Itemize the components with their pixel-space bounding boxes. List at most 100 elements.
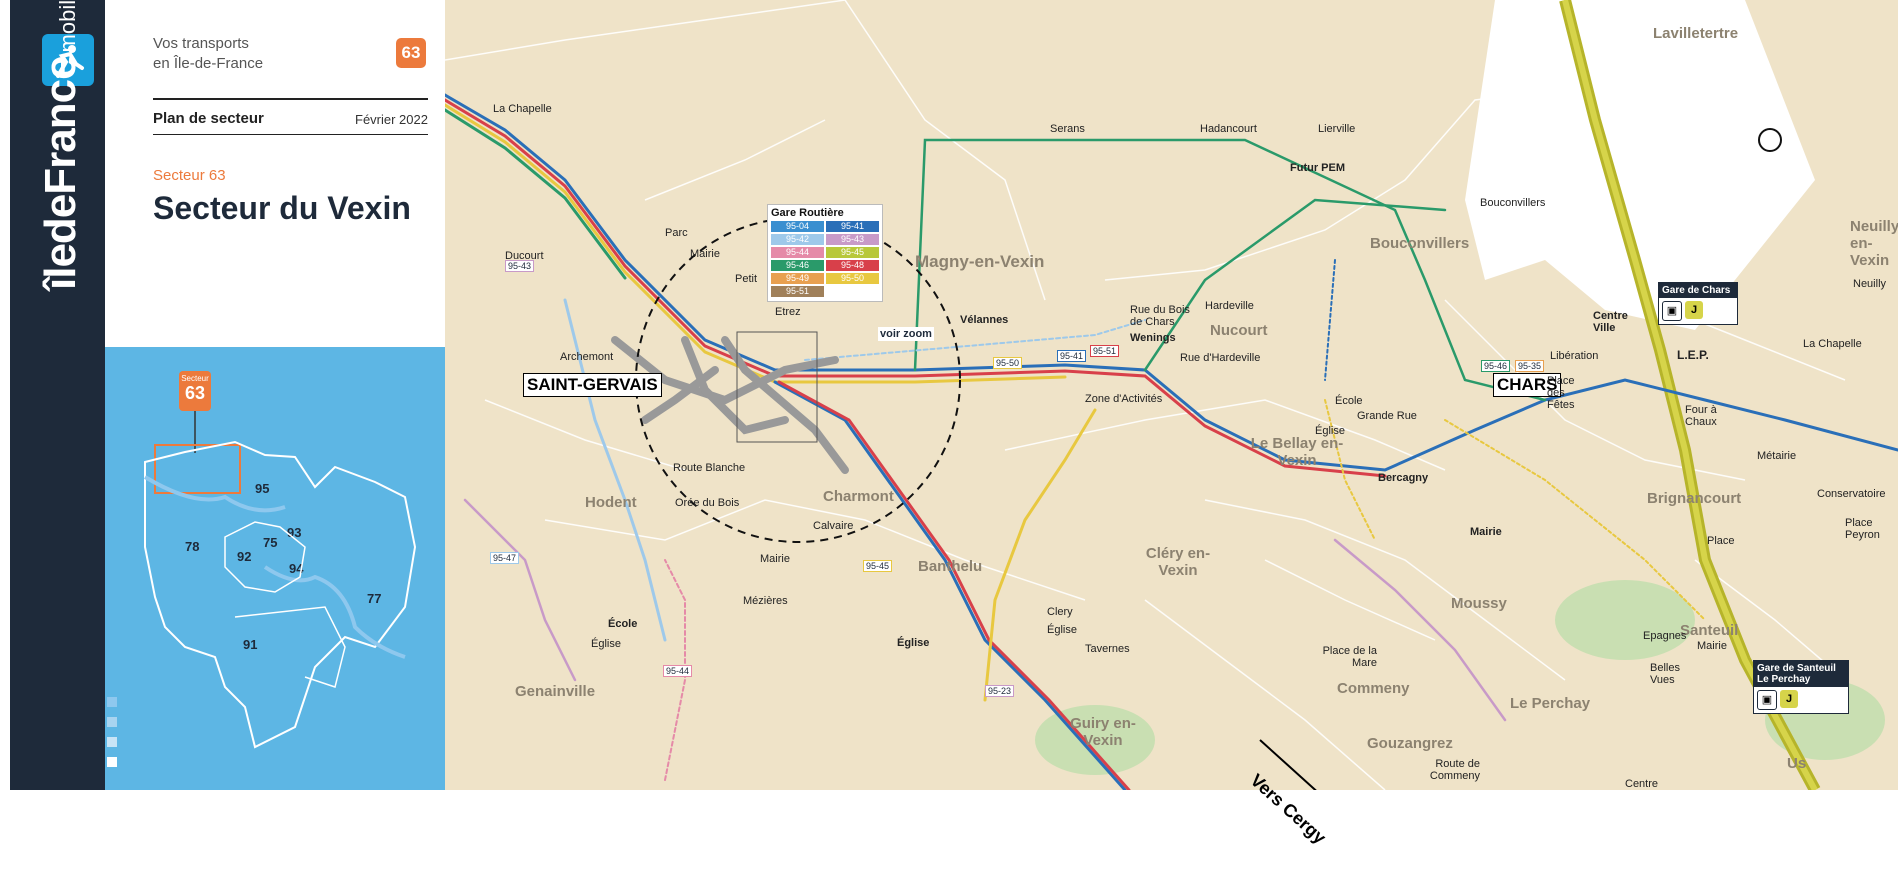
brand-logo: îledeFrancemobilités [36,0,86,290]
stop-label: Église [1315,425,1345,437]
town-label: Guiry en-Vexin [1070,715,1136,749]
inset-map: 95 78 93 75 92 94 77 91 [143,411,417,749]
stop-label: Belles Vues [1650,662,1680,686]
sector-label: Secteur 63 [153,167,226,184]
line-tag: 95-51 [771,286,824,297]
train-icon: ▣ [1757,690,1777,710]
legend-swatch [107,737,117,747]
voir-zoom-label[interactable]: voir zoom [878,327,934,341]
woodland [1555,580,1695,660]
inset-boundary [234,606,346,688]
stop-label: Epagnes [1643,630,1687,642]
train-icon: ▣ [1662,301,1682,321]
town-label: Cléry en-Vexin [1145,545,1211,579]
line-tag: 95-35 [1515,360,1545,372]
line-tag: 95-47 [490,552,520,564]
sector-badge: 63 [396,38,426,68]
stop-label: Archemont [560,351,614,363]
stop-label: La Chapelle [1803,338,1862,350]
header-panel: Vos transports en Île-de-France 63 Plan … [105,0,445,347]
line-tag: 95-48 [826,260,879,271]
town-label: Gouzangrez [1367,735,1453,752]
stop-label: Rue d'Hardeville [1180,352,1261,364]
plan-date: Février 2022 [355,112,428,127]
legend-swatch [107,697,117,707]
tagline-line1: Vos transports [153,35,249,52]
town-label: Nucourt [1210,322,1268,339]
town-label: Banthelu [918,558,983,575]
stop-label: École [1335,395,1363,407]
town-label: Us [1787,755,1807,772]
dept-label: 78 [185,539,199,554]
stop-label: Centre Ville [1593,310,1628,334]
line-tag: 95-50 [826,273,879,284]
station-modes: ▣ J [1754,687,1848,713]
rail-line-j-inner [1562,0,1818,790]
stop-label: Rue du Bois de Chars [1130,304,1190,328]
town-label: Bouconvillers [1370,235,1470,252]
inset-outline [144,440,417,749]
line-tag: 95-41 [1057,350,1087,362]
station-gare-de-chars[interactable]: Gare de Chars ▣ J [1658,282,1738,325]
stop-label: Zone d'Activités [1085,393,1163,405]
stop-label: Église [897,637,930,649]
brand-sidebar: îledeFrancemobilités [10,0,105,790]
inset-petite-couronne [224,521,306,593]
stop-label: Conservatoire [1817,488,1886,500]
line-tag: 95-45 [863,560,893,572]
town-label: Hodent [585,494,637,511]
stop-label: Hardeville [1205,300,1254,312]
page-title: Secteur du Vexin [153,190,411,226]
dept-label: 95 [255,481,269,496]
line-tag: 95-46 [771,260,824,271]
stop-label: Mairie [1470,526,1502,538]
inset-badge-num: 63 [184,383,206,403]
town-label: Commeny [1337,680,1410,697]
line-tag: 95-49 [771,273,824,284]
stop-label: Mairie [760,553,790,565]
town-label: Le Perchay [1510,695,1591,712]
stop-label: Église [591,638,621,650]
town-label: Neuilly en-Vexin [1850,218,1898,269]
cergy-arrow [1259,739,1317,790]
stop-label: Centre [1625,778,1659,790]
stop-label: Route Blanche [673,462,746,474]
futur-pem-marker [1758,128,1782,152]
stop-label: Route de Commeny [1429,758,1480,782]
brand-name: îledeFrance [36,56,85,290]
legend-swatch [107,717,117,727]
stop-label: Four à Chaux [1685,404,1717,428]
station-modes: ▣ J [1659,298,1737,324]
stop-label: Ducourt [505,250,544,262]
stop-label: Petit [735,273,758,285]
stop-label: Orée du Bois [675,497,740,509]
plan-label: Plan de secteur [153,110,264,127]
bus-lines [445,93,1898,790]
line-tag: 95-44 [663,665,693,677]
callout-saint-gervais: SAINT-GERVAIS [523,373,662,397]
stop-label: Etrez [775,306,801,318]
station-gare-de-santeuil[interactable]: Gare de Santeuil Le Perchay ▣ J [1753,660,1849,714]
inset-sector-frame [154,444,241,494]
town-label: Le Bellay en-Vexin [1250,435,1344,469]
stop-label: Calvaire [813,520,854,532]
legend-swatch [107,757,117,767]
line-tag: 95-23 [985,685,1015,697]
stop-label: Place de la Mare [1322,645,1377,669]
map-canvas [445,0,1898,790]
divider [153,134,428,135]
zoom-frame [736,331,818,443]
line-tag: 95-51 [1090,345,1120,357]
line-badge: J [1780,690,1798,708]
stop-label: Bouconvillers [1480,197,1546,209]
stop-label: Tavernes [1085,643,1130,655]
header-tagline: Vos transports en Île-de-France [153,34,263,74]
stop-label: École [608,618,638,630]
stop-label: Libération [1550,350,1599,362]
stop-label: Mézières [743,595,788,607]
station-name: Gare de Santeuil Le Perchay [1754,661,1848,687]
town-label: Magny-en-Vexin [915,252,1045,271]
